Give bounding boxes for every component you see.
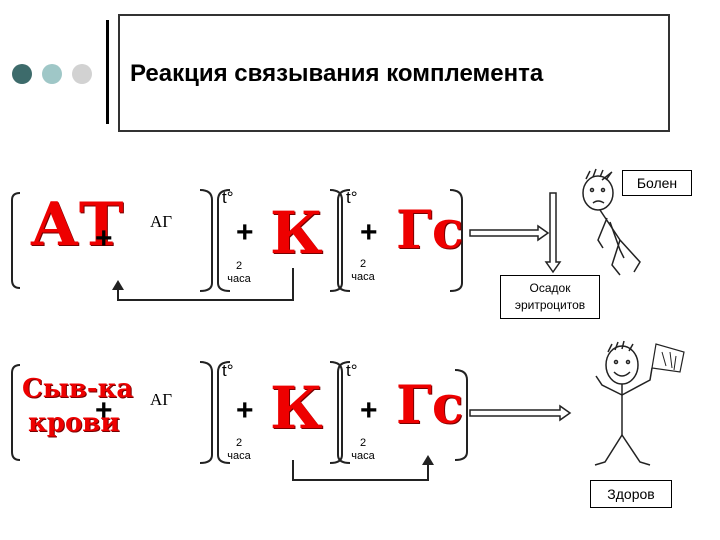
- antibody-label: АТ: [30, 190, 124, 260]
- complement-label: К: [270, 199, 323, 267]
- time-unit: часа: [351, 271, 375, 283]
- serum-line1: Сыв-ка: [22, 374, 134, 404]
- incubation-time: 2 часа: [220, 260, 258, 286]
- title-frame: [118, 14, 670, 132]
- temperature-label: t°: [346, 361, 358, 380]
- hemolytic-system-label: Гс: [396, 200, 464, 261]
- time-value: 2: [235, 437, 243, 449]
- antigen-label: АГ: [150, 390, 173, 409]
- header-divider: [106, 20, 109, 124]
- page-title: Реакция связывания комплемента: [130, 60, 544, 87]
- healthy-label: Здоров: [590, 480, 672, 508]
- bullet-dot-mid: [42, 64, 62, 84]
- time-value: 2: [359, 258, 367, 270]
- incubation-time: 2 часа: [344, 437, 382, 463]
- sick-label: Болен: [622, 170, 692, 196]
- antigen-label: АГ: [150, 212, 173, 231]
- bullet-dot-light: [72, 64, 92, 84]
- plus-sign: +: [236, 216, 254, 249]
- sediment-line2: эритроцитов: [514, 298, 586, 312]
- plus-sign: +: [360, 216, 378, 249]
- plus-sign: +: [95, 222, 113, 255]
- plus-sign: +: [95, 394, 113, 427]
- time-unit: часа: [227, 450, 251, 462]
- serum-label: Сыв-ка крови: [22, 372, 133, 440]
- sediment-label: Осадок эритроцитов: [500, 275, 600, 319]
- time-value: 2: [359, 437, 367, 449]
- time-unit: часа: [351, 450, 375, 462]
- hemolytic-system-label: Гс: [396, 375, 464, 436]
- bullet-dot-dark: [12, 64, 32, 84]
- time-unit: часа: [227, 273, 251, 285]
- temperature-label: t°: [346, 188, 358, 207]
- serum-line2: крови: [28, 408, 120, 438]
- complement-label: К: [270, 374, 323, 442]
- incubation-time: 2 часа: [220, 437, 258, 463]
- temperature-label: t°: [222, 188, 234, 207]
- incubation-time: 2 часа: [344, 258, 382, 284]
- plus-sign: +: [360, 394, 378, 427]
- plus-sign: +: [236, 394, 254, 427]
- temperature-label: t°: [222, 361, 234, 380]
- time-value: 2: [235, 260, 243, 272]
- sediment-line1: Осадок: [529, 281, 571, 295]
